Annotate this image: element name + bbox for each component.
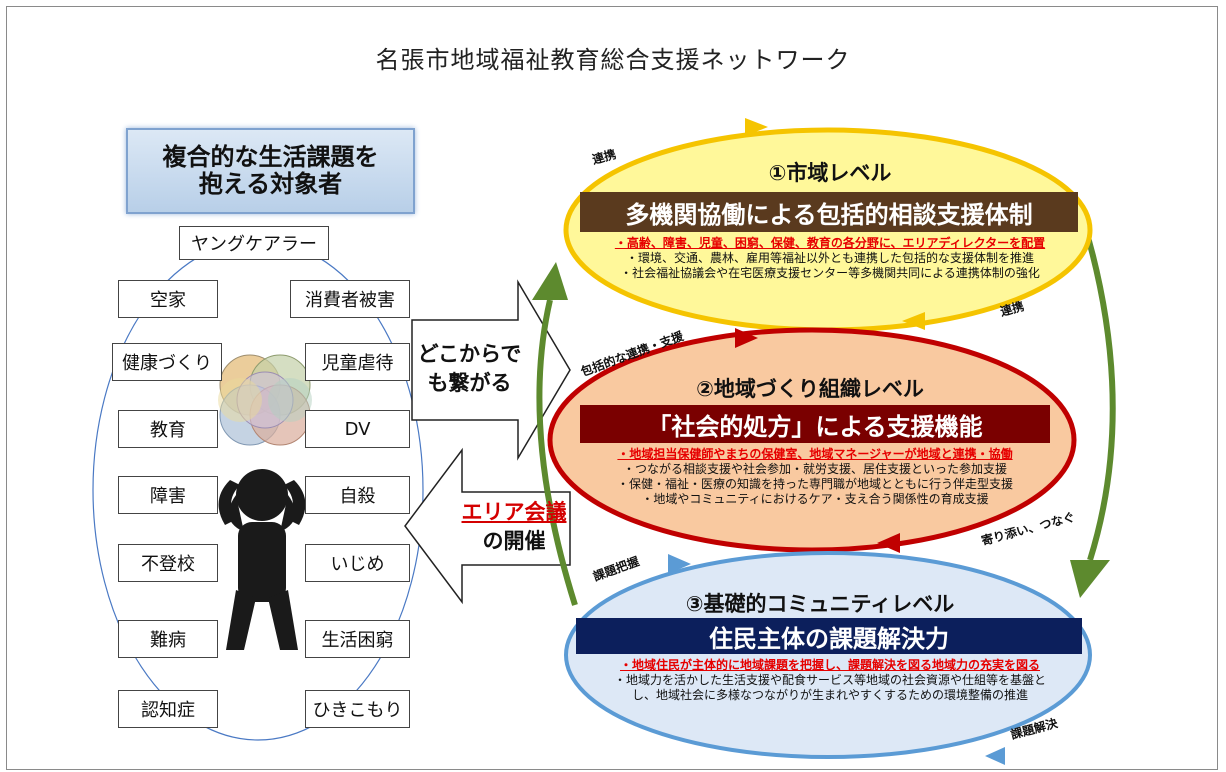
target-title-line2: 抱える対象者: [198, 170, 343, 198]
arrow-left-shape: [404, 447, 571, 605]
issue-shohisha: 消費者被害: [290, 280, 410, 318]
issue-hikikomori: ひきこもり: [305, 690, 410, 728]
community-banner: 住民主体の課題解決力: [576, 618, 1082, 654]
community-text: ・地域住民が主体的に地域課題を把握し、課題解決を図る地域力の充実を図る ・地域力…: [575, 658, 1085, 703]
green-cycle-right: [1077, 209, 1116, 561]
org-top-marker: [735, 328, 758, 348]
organization-banner: 「社会的処方」による支援機能: [580, 405, 1050, 443]
city-text-2: ・社会福祉協議会や在宅医療支援センター等多機関共同による連携体制の強化: [620, 266, 1040, 280]
community-text-2: し、地域社会に多様なつながりが生まれやすくするための環境整備の推進: [631, 688, 1028, 702]
city-text-red: ・高齢、障害、児童、困窮、保健、教育の各分野に、エリアディレクターを配置: [614, 236, 1046, 250]
arrow-right-shape: [411, 279, 571, 461]
community-text-1: ・地域力を活かした生活支援や配食サービス等地域の社会資源や仕組等を基盤と: [613, 673, 1046, 687]
issue-gyakutai: 児童虐待: [305, 343, 410, 381]
page-title: 名張市地域福祉教育総合支援ネットワーク: [375, 46, 851, 74]
org-bottom-marker: [877, 533, 900, 553]
worried-person-icon: [218, 469, 306, 650]
target-title-line1: 複合的な生活課題を: [162, 143, 379, 171]
issue-futoko: 不登校: [118, 544, 218, 582]
overlap-circles-graphic: [218, 354, 312, 446]
city-heading: ①市域レベル: [768, 161, 892, 185]
community-ellipse: [564, 551, 1092, 759]
comm-top-marker: [668, 554, 691, 574]
issue-ijime: いじめ: [305, 544, 410, 582]
green-arrowhead-up: [532, 262, 568, 300]
city-banner: 多機関協働による包括的相談支援体制: [580, 192, 1078, 232]
green-cycle-left: [536, 299, 578, 606]
city-bottom-marker: [902, 312, 925, 330]
area-meeting-sub: の開催: [482, 529, 546, 553]
arrow-right-line1: どこからで: [417, 342, 522, 366]
city-top-marker: [745, 118, 768, 136]
organization-text-3: ・地域やコミュニティにおけるケア・支え合う関係性の育成支援: [641, 492, 989, 506]
issue-ninchisho: 認知症: [118, 690, 218, 728]
arrow-left-text: エリア会議 の開催: [458, 498, 570, 556]
issue-dv: DV: [305, 410, 410, 448]
organization-text-1: ・つながる相談支援や社会参加・就労支援、居住支援といった参加支援: [622, 462, 1007, 476]
issue-konkyu: 生活困窮: [305, 620, 410, 658]
organization-text-red: ・地域担当保健師やまちの保健室、地域マネージャーが地域と連携・協働: [617, 447, 1013, 461]
arrow-right-text: どこからで も繋がる: [412, 340, 527, 398]
arrow-right-line2: も繋がる: [427, 371, 512, 395]
community-text-red: ・地域住民が主体的に地域課題を把握し、課題解決を図る地域力の充実を図る: [619, 658, 1040, 672]
outer-frame: [6, 6, 1218, 770]
issue-kenko: 健康づくり: [112, 343, 222, 381]
city-text-1: ・環境、交通、農林、雇用等福祉以外とも連携した包括的な支援体制を推進: [625, 251, 1034, 265]
organization-text: ・地域担当保健師やまちの保健室、地域マネージャーが地域と連携・協働 ・つながる相…: [570, 447, 1060, 507]
organization-text-2: ・保健・福祉・医療の知識を持った専門職が地域とともに行う伴走型支援: [616, 477, 1013, 491]
green-arrowhead-down: [1070, 560, 1110, 598]
issue-shogai: 障害: [118, 476, 218, 514]
issue-nanbyo: 難病: [118, 620, 218, 658]
organization-heading: ②地域づくり組織レベル: [696, 377, 924, 401]
issue-kyoiku: 教育: [118, 410, 218, 448]
area-meeting-label: エリア会議: [461, 500, 567, 524]
community-heading: ③基礎的コミュニティレベル: [685, 592, 955, 616]
issue-jisatsu: 自殺: [305, 476, 410, 514]
city-text: ・高齢、障害、児童、困窮、保健、教育の各分野に、エリアディレクターを配置 ・環境…: [590, 236, 1070, 281]
comm-bottom-marker: [985, 747, 1005, 765]
issue-akiya: 空家: [118, 280, 218, 318]
target-title-box: 複合的な生活課題を 抱える対象者: [126, 128, 415, 214]
issue-young-carer: ヤングケアラー: [179, 226, 329, 260]
